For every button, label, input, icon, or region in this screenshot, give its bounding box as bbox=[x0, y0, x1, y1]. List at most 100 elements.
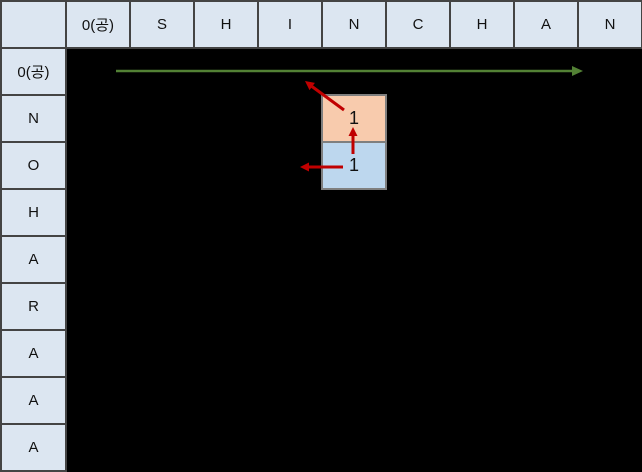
empty-cell bbox=[194, 424, 258, 471]
empty-cell bbox=[514, 189, 578, 236]
empty-cell bbox=[130, 236, 194, 283]
empty-cell bbox=[258, 189, 322, 236]
empty-cell bbox=[386, 330, 450, 377]
empty-cell bbox=[386, 48, 450, 95]
empty-cell bbox=[258, 424, 322, 471]
empty-cell bbox=[386, 377, 450, 424]
row-header-6: A bbox=[0, 329, 67, 378]
empty-cell bbox=[194, 377, 258, 424]
empty-cell bbox=[66, 377, 130, 424]
empty-cell bbox=[66, 48, 130, 95]
empty-cell bbox=[130, 142, 194, 189]
empty-cell bbox=[450, 142, 514, 189]
empty-cell bbox=[578, 189, 642, 236]
empty-cell bbox=[66, 189, 130, 236]
empty-cell bbox=[194, 283, 258, 330]
table-row: A bbox=[0, 423, 642, 472]
table-row: H bbox=[0, 188, 642, 237]
empty-cell bbox=[258, 330, 322, 377]
row-header-7: A bbox=[0, 376, 67, 425]
empty-cell bbox=[514, 236, 578, 283]
match-cell: 1 bbox=[321, 94, 387, 143]
empty-cell bbox=[130, 424, 194, 471]
empty-cell bbox=[578, 283, 642, 330]
row-header-4: A bbox=[0, 235, 67, 284]
table-row: A bbox=[0, 376, 642, 425]
empty-cell bbox=[258, 236, 322, 283]
empty-cell bbox=[130, 189, 194, 236]
empty-cell bbox=[578, 377, 642, 424]
empty-cell bbox=[514, 424, 578, 471]
row-header-5: R bbox=[0, 282, 67, 331]
row-header-0: 0(공) bbox=[0, 47, 67, 96]
empty-cell bbox=[450, 377, 514, 424]
empty-cell bbox=[322, 48, 386, 95]
empty-cell bbox=[514, 283, 578, 330]
table-row: R bbox=[0, 282, 642, 331]
empty-cell bbox=[258, 95, 322, 142]
empty-cell bbox=[66, 283, 130, 330]
empty-cell bbox=[386, 236, 450, 283]
empty-cell bbox=[514, 377, 578, 424]
empty-cell bbox=[322, 283, 386, 330]
col-header-6: H bbox=[449, 0, 515, 49]
empty-cell bbox=[386, 95, 450, 142]
row-header-3: H bbox=[0, 188, 67, 237]
empty-cell bbox=[130, 283, 194, 330]
col-header-8: N bbox=[577, 0, 642, 49]
empty-cell bbox=[194, 330, 258, 377]
empty-cell bbox=[258, 142, 322, 189]
empty-cell bbox=[386, 142, 450, 189]
empty-cell bbox=[322, 236, 386, 283]
col-header-0: 0(공) bbox=[65, 0, 131, 49]
empty-cell bbox=[130, 330, 194, 377]
empty-cell bbox=[386, 424, 450, 471]
empty-cell bbox=[578, 48, 642, 95]
col-header-3: I bbox=[257, 0, 323, 49]
empty-cell bbox=[578, 236, 642, 283]
col-header-5: C bbox=[385, 0, 451, 49]
empty-cell bbox=[322, 377, 386, 424]
empty-cell bbox=[130, 377, 194, 424]
row-header-1: N bbox=[0, 94, 67, 143]
empty-cell bbox=[66, 142, 130, 189]
table-row: 0(공) bbox=[0, 47, 642, 96]
empty-cell bbox=[258, 283, 322, 330]
col-header-7: A bbox=[513, 0, 579, 49]
col-header-4: N bbox=[321, 0, 387, 49]
empty-cell bbox=[130, 48, 194, 95]
empty-cell bbox=[322, 424, 386, 471]
empty-cell bbox=[194, 95, 258, 142]
empty-cell bbox=[386, 283, 450, 330]
empty-cell bbox=[514, 330, 578, 377]
empty-cell bbox=[322, 330, 386, 377]
empty-cell bbox=[450, 48, 514, 95]
empty-cell bbox=[578, 330, 642, 377]
table-row: A bbox=[0, 329, 642, 378]
empty-cell bbox=[450, 189, 514, 236]
empty-cell bbox=[450, 424, 514, 471]
corner-cell bbox=[0, 0, 67, 49]
row-header-2: O bbox=[0, 141, 67, 190]
empty-cell bbox=[386, 189, 450, 236]
row-header-8: A bbox=[0, 423, 67, 472]
table-row: A bbox=[0, 235, 642, 284]
empty-cell bbox=[514, 142, 578, 189]
empty-cell bbox=[258, 377, 322, 424]
empty-cell bbox=[194, 142, 258, 189]
empty-cell bbox=[322, 189, 386, 236]
empty-cell bbox=[66, 236, 130, 283]
empty-cell bbox=[66, 95, 130, 142]
empty-cell bbox=[194, 189, 258, 236]
empty-cell bbox=[578, 424, 642, 471]
col-header-1: S bbox=[129, 0, 195, 49]
empty-cell bbox=[578, 95, 642, 142]
carry-cell: 1 bbox=[321, 141, 387, 190]
empty-cell bbox=[514, 48, 578, 95]
